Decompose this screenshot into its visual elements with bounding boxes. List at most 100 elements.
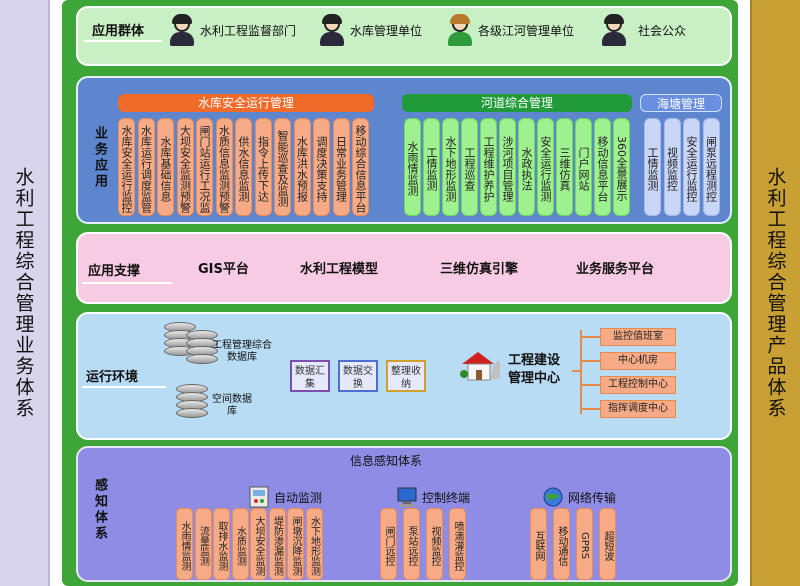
seawall-item: 闸泵远程测控 [702,118,720,216]
db-label-main: 工程管理综合数据库 [212,340,272,363]
user-group-label: 社会公众 [638,23,687,38]
user-group-label: 水利工程监督部门 [200,23,297,38]
right-side-panel: 水利工程综合管理产品体系 [750,0,800,586]
users-title: 应用群体 [92,24,145,39]
reservoir-item: 水库安全运行监控 [118,118,135,216]
users-title-underline [84,40,162,42]
branch-box: 监控值班室 [600,328,676,346]
seawall-item: 安全运行监控 [683,118,700,216]
reservoir-item: 调度决策支持 [313,118,330,216]
river-item: 水雨情监测 [404,118,421,216]
reservoir-item: 指令上传下达 [254,118,272,216]
auto-monitor-item: 水雨情监测 [176,508,193,580]
network-item: 超短波 [599,508,616,580]
category-river: 河道综合管理 [402,94,632,112]
person-icon [446,14,474,46]
data-collect-box: 数据汇集 [290,360,330,392]
support-3d-engine: 三维仿真引擎 [440,262,519,277]
user-group-reservoir: 水库管理单位 [318,14,422,46]
environment-title: 运行环境 [86,370,139,385]
database-icon [186,330,218,364]
branch-box: 指挥调度中心 [600,400,676,418]
reservoir-item: 水库基础信息 [157,118,174,216]
river-item: 工情监测 [423,118,440,216]
auto-monitor-item: 大坝安全监测 [250,508,267,580]
reservoir-item: 智能巡查及监测 [274,118,291,216]
support-band [76,232,732,304]
house-icon [460,352,500,381]
river-item: 工程巡查 [461,118,478,216]
auto-monitor-item: 流量监测 [194,508,212,580]
sensing-title: 信息感知体系 [350,454,423,468]
user-group-supervision: 水利工程监督部门 [168,14,296,46]
auto-monitor-item: 闸墩沉降监测 [287,508,304,580]
person-icon [168,14,196,46]
river-item: 水政执法 [518,118,535,216]
tree-trunk [580,330,582,414]
computer-icon [397,487,417,507]
db-label-spatial: 空间数据库 [212,394,252,417]
branch-connector [580,408,600,410]
river-item: 水下地形监测 [442,118,459,216]
control-terminal-item: 闸门远控 [380,508,397,580]
left-side-panel: 水利工程综合管理业务体系 [0,0,50,586]
globe-network-icon [543,487,563,507]
user-group-public: 社会公众 [600,14,686,46]
reservoir-item: 水库运行调度监管 [137,118,155,216]
support-title: 应用支撑 [88,264,141,279]
reservoir-item: 日常业务管理 [332,118,350,216]
category-reservoir: 水库安全运行管理 [118,94,374,112]
user-group-river: 各级江河管理单位 [446,14,574,46]
data-organize-box: 整理收纳 [386,360,426,392]
people-icon [600,14,634,46]
business-title: 业务应用 [92,126,107,190]
reservoir-item: 水质信息监测预警 [215,118,233,216]
river-item: 移动信息平台 [594,118,611,216]
product-system-label: 水利工程综合管理产品体系 [764,167,787,419]
control-terminal-item: 喷滴灌监控 [449,508,466,580]
group-control-terminal: 控制终端 [396,486,470,508]
seawall-item: 工情监测 [644,118,661,216]
business-system-label: 水利工程综合管理业务体系 [12,167,35,419]
support-model: 水利工程模型 [300,262,379,277]
reservoir-item: 供水信息监测 [235,118,252,216]
branch-box: 工程控制中心 [600,376,676,394]
branch-connector [580,336,600,338]
support-title-underline [82,282,172,284]
group-network-label: 网络传输 [568,490,617,505]
group-control-label: 控制终端 [422,490,471,505]
river-item: 工程维护养护 [480,118,497,216]
reservoir-item: 水库洪水预报 [293,118,311,216]
auto-monitor-item: 水下地形监测 [305,508,323,580]
group-auto-label: 自动监测 [274,490,323,505]
data-exchange-box: 数据交换 [338,360,378,392]
network-item: 移动通信 [553,508,570,580]
network-item: GPRS [576,508,593,580]
reservoir-item: 移动综合信息平台 [352,118,369,216]
river-item: 360全景展示 [613,118,630,216]
control-terminal-item: 视频监控 [426,508,443,580]
river-item: 门户网站 [575,118,592,216]
user-group-label: 水库管理单位 [350,23,423,38]
auto-monitor-item: 堤防渗漏监测 [268,508,286,580]
user-group-label: 各级江河管理单位 [478,23,575,38]
reservoir-item: 闸门站运行工况监测 [196,118,213,216]
network-item: 互联网 [530,508,547,580]
center-title: 工程建设管理中心 [508,353,561,386]
branch-box: 中心机房 [600,352,676,370]
auto-monitor-item: 取排水监测 [213,508,230,580]
branch-connector [580,360,600,362]
river-item: 涉河项目管理 [499,118,516,216]
environment-title-underline [82,386,166,388]
tree-connector [572,370,582,372]
category-seawall: 海塘管理 [640,94,722,112]
river-item: 三维仿真 [556,118,573,216]
support-gis: GIS平台 [198,262,249,277]
group-auto-monitor: 自动监测 [248,486,322,508]
group-network: 网络传输 [542,486,616,508]
support-service-platform: 业务服务平台 [576,262,655,277]
database-icon [176,384,208,418]
river-item: 安全运行监测 [537,118,554,216]
reservoir-item: 大坝安全监测预警 [176,118,194,216]
auto-monitor-item: 水质监测 [231,508,249,580]
